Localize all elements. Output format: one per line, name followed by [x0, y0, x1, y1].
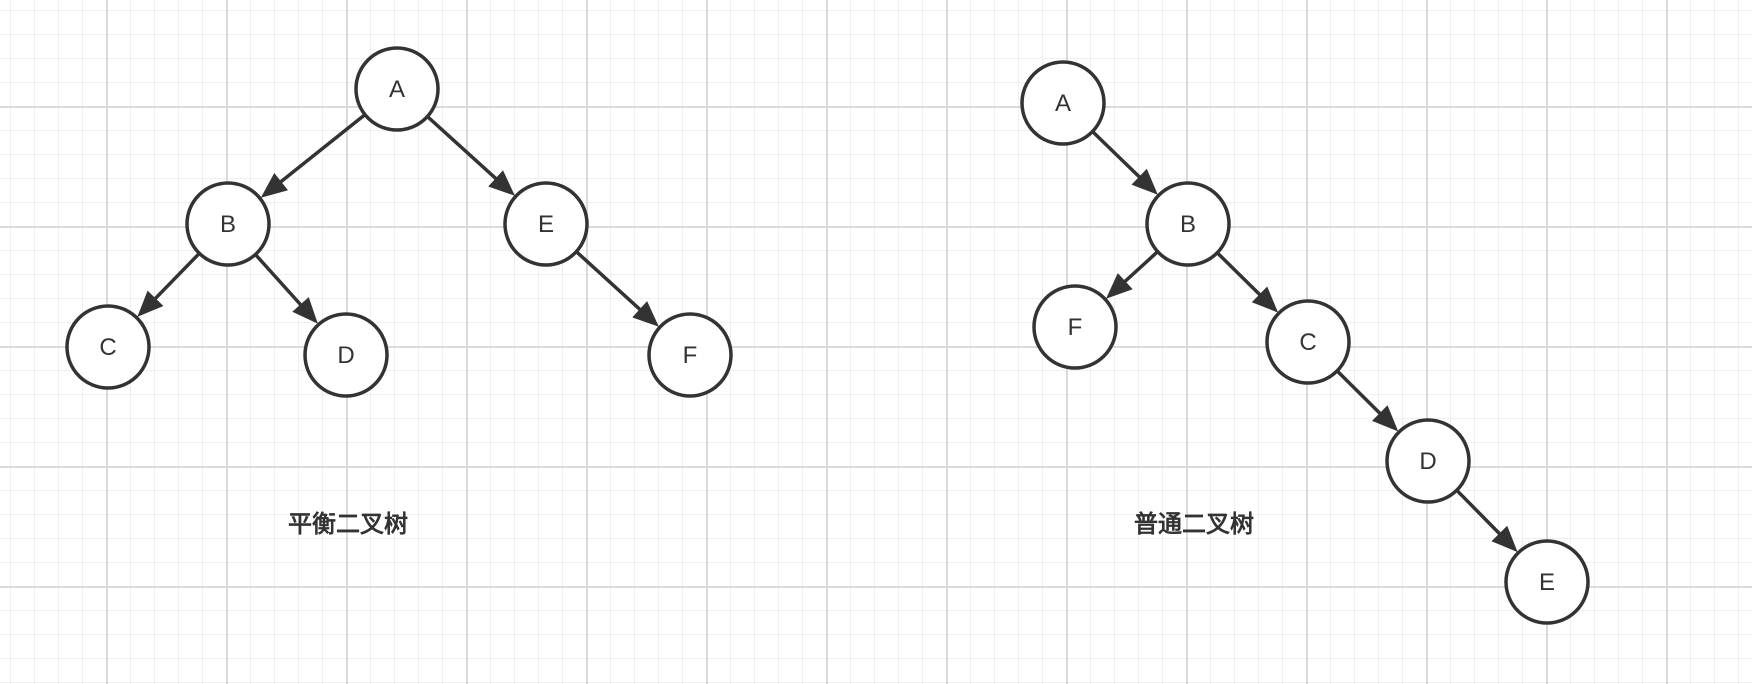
edge-line	[1335, 369, 1383, 416]
node-circle	[1504, 539, 1590, 625]
arrowhead-icon	[1251, 286, 1279, 313]
edge-line	[1091, 130, 1142, 180]
node-C: C	[65, 304, 151, 390]
arrowhead-icon	[1491, 525, 1518, 553]
arrowhead-icon	[1106, 273, 1133, 299]
node-circle	[1145, 181, 1231, 267]
balanced-tree: A B E C D F 平衡二叉树	[65, 46, 733, 538]
node-E: E	[1504, 539, 1590, 625]
edge-B-to-C	[137, 252, 201, 317]
node-label: F	[683, 342, 698, 369]
edge-A-to-B	[260, 113, 367, 198]
arrowhead-icon	[632, 301, 659, 327]
arrowhead-icon	[1131, 168, 1158, 195]
node-circle	[354, 46, 440, 132]
edge-line	[1455, 488, 1502, 537]
node-circle	[1020, 60, 1106, 146]
node-label: B	[1180, 211, 1196, 238]
edge-line	[1122, 250, 1159, 284]
ordinary-tree: A B F C D E 普通二叉树	[1020, 60, 1590, 625]
node-label: E	[1539, 569, 1555, 596]
edge-D-to-E	[1455, 488, 1518, 553]
arrowhead-icon	[488, 170, 515, 196]
arrowhead-icon	[1372, 405, 1399, 432]
edge-line	[426, 115, 499, 181]
node-circle	[303, 312, 389, 398]
balanced-tree-nodes: A B E C D F	[65, 46, 733, 398]
arrowhead-icon	[260, 173, 288, 198]
edge-C-to-D	[1335, 369, 1399, 432]
edge-B-to-C	[1215, 251, 1279, 313]
edge-E-to-F	[575, 250, 659, 327]
node-A: A	[1020, 60, 1106, 146]
edge-line	[254, 253, 304, 308]
edge-B-to-D	[254, 253, 318, 324]
node-circle	[647, 312, 733, 398]
node-circle	[1265, 299, 1351, 385]
node-label: B	[220, 211, 236, 238]
node-B: B	[1145, 181, 1231, 267]
node-D: D	[303, 312, 389, 398]
node-label: A	[1055, 90, 1071, 117]
edge-line	[278, 113, 367, 185]
node-B: B	[185, 181, 271, 267]
edge-A-to-B	[1091, 130, 1158, 195]
node-circle	[1032, 284, 1118, 370]
node-circle	[185, 181, 271, 267]
arrowhead-icon	[137, 290, 164, 317]
node-label: F	[1068, 314, 1083, 341]
node-E: E	[503, 181, 589, 267]
node-label: C	[99, 334, 116, 361]
node-label: A	[389, 76, 405, 103]
node-C: C	[1265, 299, 1351, 385]
edge-line	[152, 252, 201, 302]
node-label: C	[1299, 329, 1316, 356]
balanced-tree-caption: 平衡二叉树	[288, 510, 408, 538]
edge-line	[1215, 251, 1263, 297]
node-label: D	[337, 342, 354, 369]
balanced-tree-edges	[137, 113, 659, 327]
ordinary-tree-nodes: A B F C D E	[1020, 60, 1590, 625]
node-A: A	[354, 46, 440, 132]
edge-B-to-F	[1106, 250, 1159, 299]
ordinary-tree-edges	[1091, 130, 1518, 553]
node-circle	[503, 181, 589, 267]
node-D: D	[1385, 418, 1471, 504]
edge-line	[575, 250, 643, 312]
ordinary-tree-caption: 普通二叉树	[1134, 510, 1254, 538]
node-circle	[1385, 418, 1471, 504]
arrowhead-icon	[292, 297, 318, 324]
edge-A-to-E	[426, 115, 515, 196]
node-F: F	[1032, 284, 1118, 370]
node-circle	[65, 304, 151, 390]
node-label: D	[1419, 448, 1436, 475]
node-label: E	[538, 211, 554, 238]
node-F: F	[647, 312, 733, 398]
